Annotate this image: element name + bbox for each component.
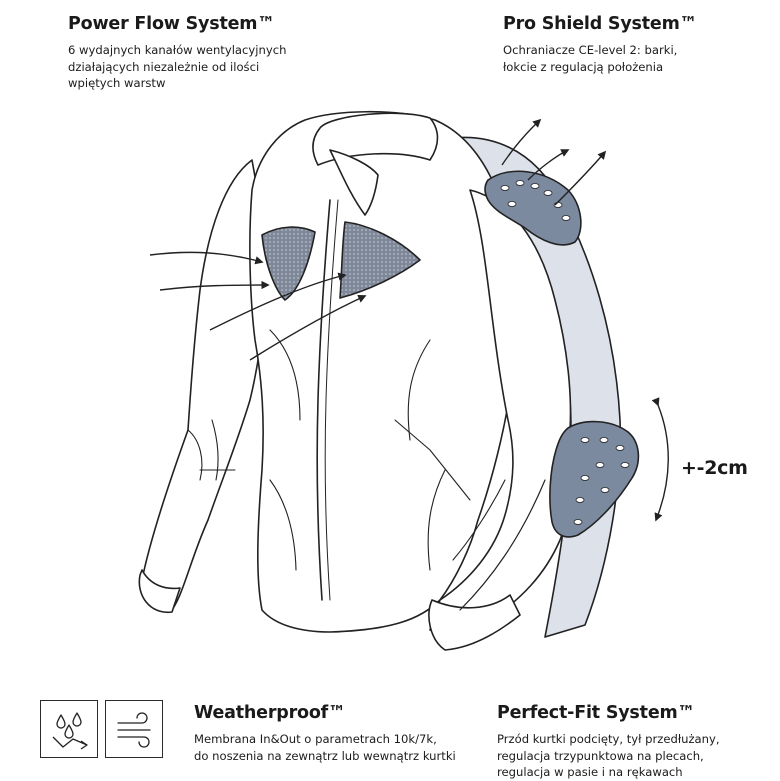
airflow-in-arrow-4 [249,294,367,361]
pro-shield-title: Pro Shield System™ [503,14,697,34]
water-drops-icon [40,700,98,758]
shoulder-protector [484,170,582,246]
power-flow-feature: Power Flow System™ 6 wydajnych kanałów w… [68,14,328,92]
weatherproof-feature: Weatherproof™ Membrana In&Out o parametr… [194,703,494,764]
right-sleeve-zipper [459,479,546,611]
airflow-out-arrow-2 [527,149,570,181]
wind-icon [105,700,163,758]
weatherproof-description: Membrana In&Out o parametrach 10k/7k, do… [194,732,456,763]
elbow-protector [549,420,640,538]
pro-shield-description: Ochraniacze CE-level 2: barki, łokcie z … [503,43,678,74]
airflow-out-arrow-1 [501,118,542,166]
weatherproof-title: Weatherproof™ [194,703,346,723]
adjustment-arrow [651,397,669,522]
airflow-in-arrow-1 [149,251,264,265]
right-cuff [428,594,521,651]
airflow-in-arrow-3 [209,272,347,331]
power-flow-description: 6 wydajnych kanałów wentylacyjnych dział… [68,43,287,90]
left-sleeve [141,159,269,613]
power-flow-title: Power Flow System™ [68,14,275,34]
perfect-fit-title: Perfect-Fit System™ [497,703,695,723]
airflow-out-arrow-3 [554,150,607,206]
left-chest-vent [261,226,316,301]
left-cuff [138,569,181,613]
collar-tab [329,149,379,216]
airflow-in-arrow-2 [159,280,270,291]
center-zipper [316,199,331,601]
perfect-fit-description: Przód kurtki podcięty, tył przedłużany, … [497,732,720,779]
collar [312,112,439,166]
torso [249,110,517,633]
right-chest-vent [339,221,421,299]
adjustment-label: +-2cm [681,457,748,479]
perfect-fit-feature: Perfect-Fit System™ Przód kurtki podcięt… [497,703,767,781]
pro-shield-feature: Pro Shield System™ Ochraniacze CE-level … [503,14,763,75]
